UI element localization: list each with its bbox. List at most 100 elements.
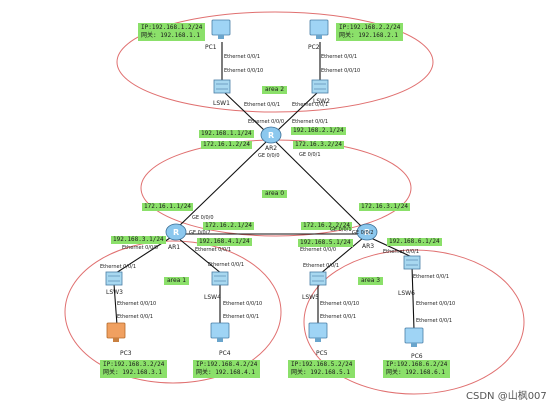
pc5-name: PC5	[316, 350, 328, 357]
pc5[interactable]	[308, 322, 328, 342]
lsw1[interactable]	[213, 79, 231, 94]
pc4[interactable]	[210, 322, 230, 342]
pc4-ip: IP:192.168.4.2/24	[196, 361, 258, 368]
switch-icon	[403, 255, 421, 270]
port-ar1-ge000: GE 0/0/0	[192, 215, 214, 221]
ar1[interactable]: R	[165, 223, 187, 241]
switch-icon	[211, 271, 229, 286]
port-lsw2-down: Ethernet 0/0/1	[292, 102, 329, 108]
lsw3-name: LSW3	[106, 289, 123, 296]
port-lsw5-e001: Ethernet 0/0/1	[320, 314, 357, 320]
pc2-name: PC2	[308, 44, 320, 51]
lsw6[interactable]	[403, 255, 421, 270]
ar3-ip-to-ar2: 172.16.3.1/24	[359, 203, 410, 211]
pc6-config: IP:192.168.6.2/24 网关: 192.168.6.1	[383, 360, 451, 378]
link-ar2-ar3	[275, 141, 365, 230]
ar1-ip-to-ar3: 172.16.2.1/24	[203, 222, 254, 230]
lsw6-name: LSW6	[398, 290, 415, 297]
pc6-name: PC6	[411, 353, 423, 360]
switch-icon	[105, 271, 123, 286]
switch-icon	[311, 79, 329, 94]
link-lsw3-pc3	[113, 283, 118, 326]
port-lsw3-e001: Ethernet 0/0/1	[117, 314, 154, 320]
lsw4[interactable]	[211, 271, 229, 286]
area-2-label: area 2	[262, 86, 288, 94]
port-lsw6-e0010: Ethernet 0/0/10	[416, 301, 456, 307]
port-ar2-ge000: GE 0/0/0	[258, 153, 280, 159]
ar3-ip-to-ar1: 172.16.2.2/24	[301, 222, 352, 230]
router-icon	[356, 223, 378, 241]
ar2-ip-lan1: 192.168.1.1/24	[199, 130, 254, 138]
svg-text:R: R	[173, 228, 179, 237]
lsw5[interactable]	[309, 271, 327, 286]
port-ar2-e000: Ethernet 0/0/0	[248, 119, 285, 125]
area-0-label: area 0	[262, 190, 288, 198]
pc2-gateway: 网关: 192.168.2.1	[339, 32, 398, 39]
ar1-name: AR1	[168, 244, 181, 251]
port-lsw1-down: Ethernet 0/0/1	[244, 102, 281, 108]
ar2[interactable]: R	[260, 126, 282, 144]
port-lsw2-up: Ethernet 0/0/10	[321, 68, 361, 74]
port-lsw6-up: Ethernet 0/0/1	[413, 274, 450, 280]
ar3-ip-lan5: 192.168.5.1/24	[298, 239, 353, 247]
watermark: CSDN @山枫007	[466, 391, 547, 402]
pc4-config: IP:192.168.4.2/24 网关: 192.168.4.1	[193, 360, 261, 378]
pc3-ip: IP:192.168.3.2/24	[103, 361, 165, 368]
link-ar1-lsw4	[177, 237, 223, 275]
lsw5-name: LSW5	[302, 294, 319, 301]
port-ar3-ge002: GE 0/0/2	[352, 230, 374, 236]
pc3-name: PC3	[120, 350, 132, 357]
lsw3[interactable]	[105, 271, 123, 286]
lsw1-name: LSW1	[213, 100, 230, 107]
ar2-ip-lan2: 192.168.2.1/24	[291, 127, 346, 135]
area-1-boundary	[64, 240, 282, 384]
monitor-icon	[308, 322, 328, 339]
port-lsw5-e0010: Ethernet 0/0/10	[320, 301, 360, 307]
pc6[interactable]	[404, 327, 424, 347]
link-lsw1-ar2	[223, 91, 265, 131]
ar2-name: AR2	[265, 145, 278, 152]
ar2-ip-to-ar3: 172.16.3.2/24	[293, 141, 344, 149]
pc1-config: IP:192.168.1.2/24 网关: 192.168.1.1	[138, 23, 206, 41]
lsw4-name: LSW4	[204, 294, 221, 301]
ar1-ip-lan4: 192.168.4.1/24	[197, 238, 252, 246]
pc6-ip: IP:192.168.6.2/24	[386, 361, 448, 368]
port-ar1-e001: Ethernet 0/0/1	[195, 247, 232, 253]
ar3[interactable]: R	[356, 223, 378, 241]
pc1[interactable]	[211, 19, 231, 39]
ar3-name: AR3	[362, 243, 375, 250]
ar1-ip-to-ar2: 172.16.1.1/24	[142, 203, 193, 211]
pc3[interactable]	[106, 322, 126, 342]
link-lsw6-pc6	[411, 265, 415, 331]
port-lsw6-e001: Ethernet 0/0/1	[416, 318, 453, 324]
pc1-gateway: 网关: 192.168.1.1	[141, 32, 200, 39]
port-ar1-ge002: GE 0/0/2	[189, 230, 211, 236]
pc4-name: PC4	[219, 350, 231, 357]
monitor-icon	[210, 322, 230, 339]
pc1-name: PC1	[205, 44, 217, 51]
router-icon	[260, 126, 282, 144]
port-lsw5-up: Ethernet 0/0/1	[303, 263, 340, 269]
port-pc1: Ethernet 0/0/1	[224, 54, 261, 60]
monitor-icon	[309, 19, 329, 36]
port-lsw4-e001: Ethernet 0/0/1	[223, 314, 260, 320]
svg-text:R: R	[364, 228, 370, 237]
pc1-ip: IP:192.168.1.2/24	[141, 24, 203, 31]
pc5-gateway: 网关: 192.168.5.1	[291, 369, 350, 376]
port-ar2-e001: Ethernet 0/0/1	[292, 119, 329, 125]
lsw2[interactable]	[311, 79, 329, 94]
pc2[interactable]	[309, 19, 329, 39]
pc3-config: IP:192.168.3.2/24 网关: 192.168.3.1	[100, 360, 168, 378]
pc6-gateway: 网关: 192.168.6.1	[386, 369, 445, 376]
port-ar1-e000: Ethernet 0/0/0	[122, 245, 159, 251]
area-3-label: area 3	[358, 277, 384, 285]
switch-icon	[309, 271, 327, 286]
pc2-ip: IP:192.168.2.2/24	[339, 24, 401, 31]
lsw2-name: LSW2	[313, 98, 330, 105]
ar1-ip-lan3: 192.168.3.1/24	[111, 236, 166, 244]
monitor-icon	[404, 327, 424, 344]
ar2-ip-to-ar1: 172.16.1.2/24	[201, 141, 252, 149]
area-3-boundary	[303, 249, 525, 395]
port-lsw4-up: Ethernet 0/0/1	[208, 262, 245, 268]
